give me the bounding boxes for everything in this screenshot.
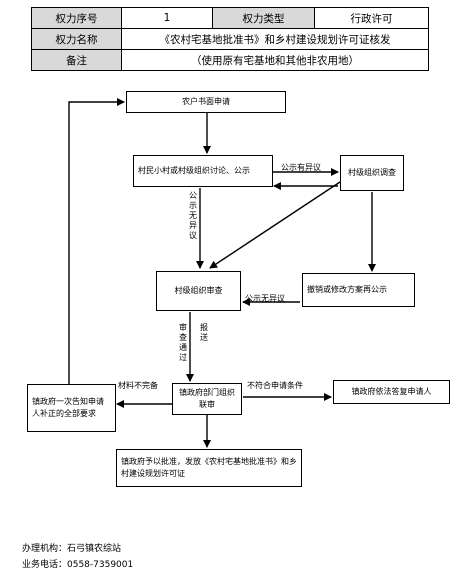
label-submit: 报送 xyxy=(200,323,208,342)
info-row-name: 权力名称 《农村宅基地批准书》和乡村建设规划许可证核发 xyxy=(31,28,429,50)
power-no-label: 权力序号 xyxy=(31,7,122,29)
footer-agency: 办理机构：石弓镇农综站 xyxy=(22,544,122,554)
footer-phone: 业务电话：0558-7359001 xyxy=(22,560,134,570)
box-revise: 撤销或修改方案再公示 xyxy=(302,273,415,307)
box-town-review: 镇政府部门组织联审 xyxy=(172,383,242,415)
arrow-notify-to-apply xyxy=(68,98,125,384)
box-reply: 镇政府依法答复申请人 xyxy=(333,380,450,404)
box-discuss: 村民小村或村级组织讨论、公示 xyxy=(133,155,273,187)
power-type-label: 权力类型 xyxy=(212,7,315,29)
box-approve: 镇政府予以批准，发放《农村宅基地批准书》和乡村建设规划许可证 xyxy=(116,449,302,487)
box-village-review: 村级组织审查 xyxy=(156,271,241,311)
label-not-meet: 不符合申请条件 xyxy=(247,381,303,391)
box-investigate: 村级组织调查 xyxy=(340,155,404,191)
note-label: 备注 xyxy=(31,49,122,71)
label-no-objection-vertical: 公示无异议 xyxy=(189,191,197,240)
box-apply: 农户书面申请 xyxy=(126,91,286,113)
arrow-investigate-to-review xyxy=(209,181,341,269)
label-no-objection-horizontal: 公示无异议 xyxy=(245,294,285,303)
info-table: 权力序号 1 权力类型 行政许可 权力名称 《农村宅基地批准书》和乡村建设规划许… xyxy=(31,7,429,71)
name-value: 《农村宅基地批准书》和乡村建设规划许可证核发 xyxy=(121,28,429,50)
label-review-pass: 审查通过 xyxy=(179,323,187,362)
box-notify-supplement: 镇政府一次告知申请人补正的全部要求 xyxy=(27,384,116,432)
label-objection: 公示有异议 xyxy=(281,163,321,172)
info-row-power-no: 权力序号 1 权力类型 行政许可 xyxy=(31,7,429,29)
note-value: （使用原有宅基地和其他非农用地） xyxy=(121,49,429,71)
info-row-note: 备注 （使用原有宅基地和其他非农用地） xyxy=(31,49,429,71)
label-incomplete: 材料不完备 xyxy=(118,381,158,391)
power-type-value: 行政许可 xyxy=(314,7,429,29)
